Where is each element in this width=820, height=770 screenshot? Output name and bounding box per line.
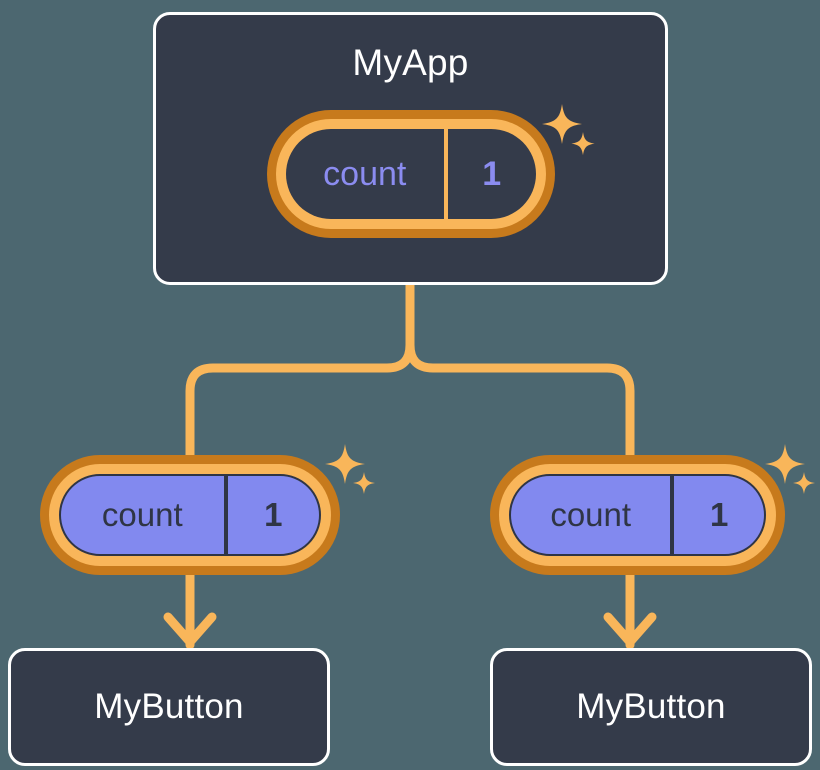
button-card-left[interactable]: MyButton bbox=[8, 648, 330, 766]
pill-inner-ring: count 1 bbox=[499, 464, 776, 566]
button-card-right[interactable]: MyButton bbox=[490, 648, 812, 766]
edge-app-to-right bbox=[405, 280, 635, 463]
app-card-title: MyApp bbox=[352, 42, 469, 83]
state-pill-left[interactable]: count 1 bbox=[40, 455, 340, 575]
pill-body: count 1 bbox=[286, 129, 536, 219]
state-key-label: count bbox=[550, 496, 632, 533]
state-key-label: count bbox=[323, 154, 407, 193]
button-card-title: MyButton bbox=[576, 687, 726, 726]
pill-inner-ring: count 1 bbox=[276, 119, 546, 229]
state-value-label: 1 bbox=[482, 154, 502, 193]
pill-body: count 1 bbox=[59, 474, 321, 556]
state-value-label: 1 bbox=[264, 496, 283, 533]
arrowhead-left-icon bbox=[163, 612, 217, 647]
state-pill-right[interactable]: count 1 bbox=[490, 455, 785, 575]
state-value-cell: 1 bbox=[670, 476, 764, 554]
state-value-cell: 1 bbox=[223, 476, 319, 554]
state-value-label: 1 bbox=[710, 496, 729, 533]
button-card-title: MyButton bbox=[94, 687, 244, 726]
state-key-label: count bbox=[101, 496, 183, 533]
arrowhead-right-icon bbox=[603, 612, 657, 647]
state-pill-app[interactable]: count 1 bbox=[267, 110, 555, 238]
pill-inner-ring: count 1 bbox=[49, 464, 331, 566]
edge-app-to-left bbox=[185, 280, 415, 463]
pill-body: count 1 bbox=[509, 474, 766, 556]
state-value-cell: 1 bbox=[443, 129, 537, 219]
